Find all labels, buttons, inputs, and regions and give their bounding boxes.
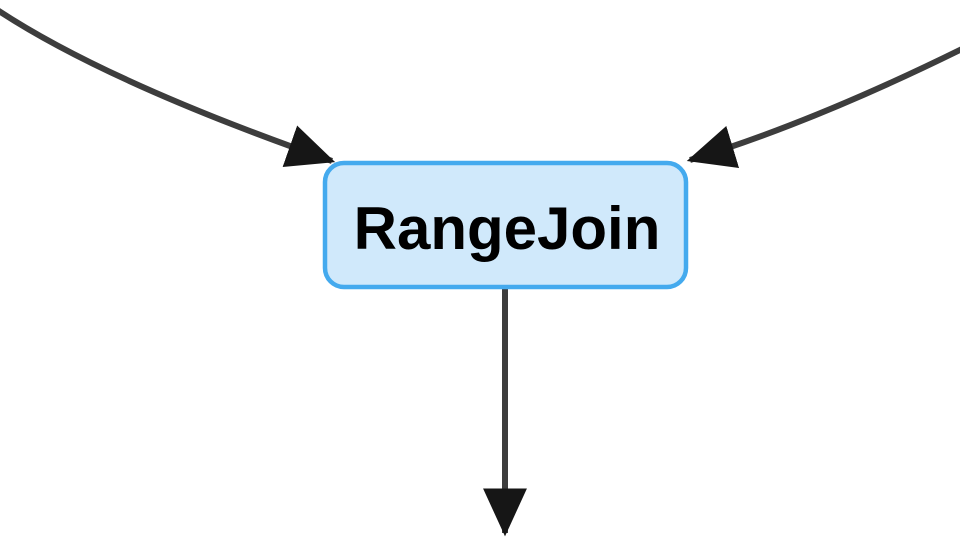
edge-incoming-right: [686, 46, 960, 169]
node-box: [322, 160, 689, 290]
node-rangejoin: RangeJoin: [322, 160, 689, 290]
node-label: RangeJoin: [354, 195, 661, 262]
edge-incoming-left: [0, 8, 336, 168]
